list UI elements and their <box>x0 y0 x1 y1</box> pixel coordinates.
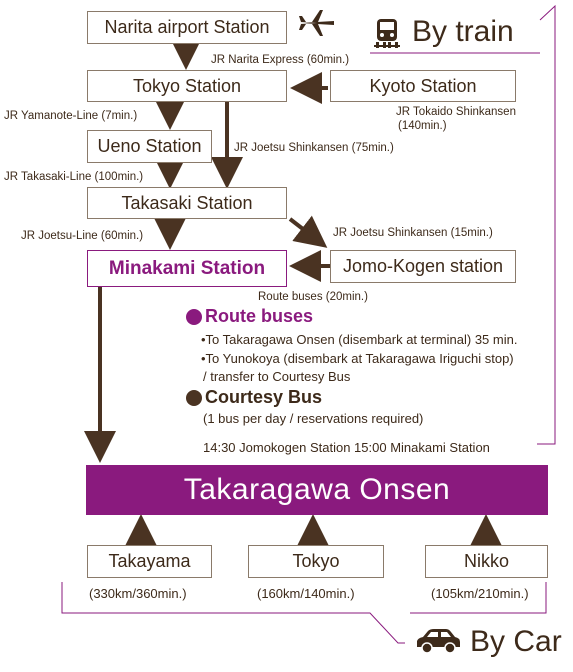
station-narita: Narita airport Station <box>87 11 287 44</box>
station-tokyo: Tokyo Station <box>87 70 287 102</box>
route-buses-heading: Route buses <box>186 306 313 327</box>
purple-bullet-icon <box>186 308 202 325</box>
station-jomo-kogen: Jomo-Kogen station <box>330 250 516 283</box>
car-frame-line-right <box>410 582 547 614</box>
destination-banner: Takaragawa Onsen <box>86 465 548 515</box>
route-narita-express: JR Narita Express (60min.) <box>211 54 350 66</box>
distance-nikko: (105km/210min.) <box>431 586 529 601</box>
station-minakami: Minakami Station <box>87 250 287 287</box>
brown-bullet-icon <box>186 389 202 406</box>
courtesy-bus-line2: 14:30 Jomokogen Station 15:00 Minakami S… <box>203 440 490 455</box>
origin-nikko: Nikko <box>425 545 548 578</box>
route-tokaido-line2: (140min.) <box>398 120 447 132</box>
arrow-takasaki-jomokogen <box>288 215 328 248</box>
route-buses-20: Route buses (20min.) <box>258 291 368 303</box>
car-frame-line <box>61 582 405 644</box>
station-kyoto: Kyoto Station <box>330 70 516 102</box>
route-buses-line3: / transfer to Courtesy Bus <box>203 369 351 384</box>
courtesy-bus-heading-text: Courtesy Bus <box>205 387 323 407</box>
route-buses-heading-text: Route buses <box>205 306 314 326</box>
by-train-title: By train <box>412 15 514 48</box>
origin-tokyo: Tokyo <box>248 545 384 578</box>
by-car-title: By Car <box>470 625 562 658</box>
train-frame-line <box>537 4 556 445</box>
distance-takayama: (330km/360min.) <box>89 586 187 601</box>
distance-tokyo: (160km/140min.) <box>257 586 355 601</box>
airplane-icon <box>298 8 336 43</box>
route-buses-line1: •To Takaragawa Onsen (disembark at termi… <box>201 332 518 347</box>
route-joetsu-line: JR Joetsu-Line (60min.) <box>21 230 144 242</box>
origin-takayama: Takayama <box>87 545 212 578</box>
route-tokaido-line1: JR Tokaido Shinkansen <box>396 106 516 118</box>
station-takasaki: Takasaki Station <box>87 187 287 219</box>
route-yamanote: JR Yamanote-Line (7min.) <box>4 110 138 122</box>
route-joetsu-15: JR Joetsu Shinkansen (15min.) <box>333 227 493 239</box>
station-ueno: Ueno Station <box>87 130 212 163</box>
train-icon <box>372 18 402 55</box>
route-takasaki-line: JR Takasaki-Line (100min.) <box>4 171 144 183</box>
courtesy-bus-line1: (1 bus per day / reservations required) <box>203 411 424 426</box>
route-buses-line2: •To Yunokoya (disembark at Takaragawa Ir… <box>201 351 514 366</box>
courtesy-bus-heading: Courtesy Bus <box>186 387 322 408</box>
car-icon <box>414 627 462 660</box>
route-joetsu-75: JR Joetsu Shinkansen (75min.) <box>234 142 394 154</box>
